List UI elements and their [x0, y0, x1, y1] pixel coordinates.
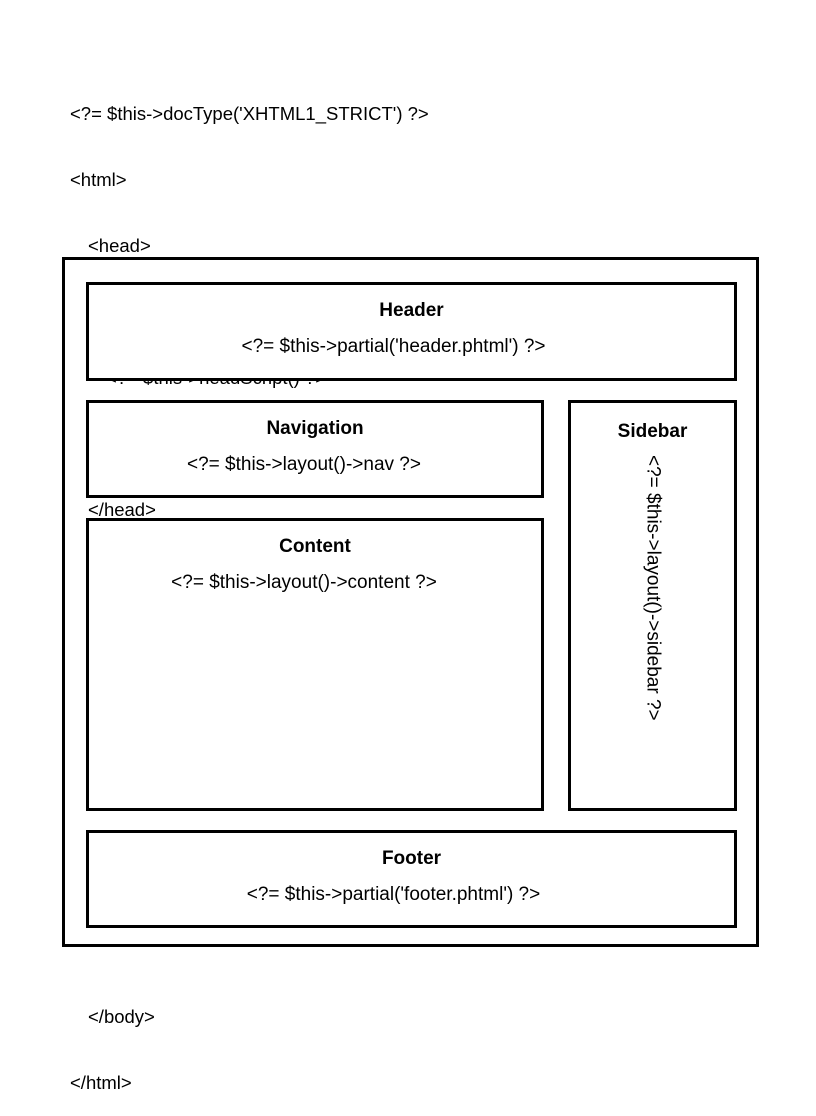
header-box-title: Header: [379, 300, 444, 321]
diagram-box-header: Header <?= $this->partial('header.phtml'…: [86, 282, 737, 381]
code-listing-bottom: </body> </html>: [70, 962, 155, 1116]
code-line: </head>: [88, 499, 156, 520]
code-line: </body>: [88, 1006, 155, 1027]
code-line: <head>: [88, 235, 151, 256]
header-box-code: <?= $this->partial('header.phtml') ?>: [241, 336, 546, 357]
diagram-box-navigation: Navigation <?= $this->layout()->nav ?>: [86, 400, 544, 498]
content-box-code: <?= $this->layout()->content ?>: [171, 572, 437, 593]
sidebar-box-code: <?= $this->layout()->sidebar ?>: [642, 455, 663, 721]
diagram-box-sidebar: Sidebar <?= $this->layout()->sidebar ?>: [568, 400, 737, 811]
code-line: <?= $this->docType('XHTML1_STRICT') ?>: [70, 103, 429, 124]
diagram-box-content: Content <?= $this->layout()->content ?>: [86, 518, 544, 811]
sidebar-rotated-code-wrap: <?= $this->layout()->sidebar ?>: [571, 455, 734, 807]
navigation-box-code: <?= $this->layout()->nav ?>: [187, 454, 421, 475]
diagram-box-footer: Footer <?= $this->partial('footer.phtml'…: [86, 830, 737, 928]
navigation-box-title: Navigation: [266, 418, 364, 439]
footer-box-code: <?= $this->partial('footer.phtml') ?>: [246, 884, 541, 905]
content-box-title: Content: [279, 536, 351, 557]
sidebar-box-title: Sidebar: [617, 421, 688, 442]
code-line: <html>: [70, 169, 127, 190]
footer-box-title: Footer: [381, 848, 442, 869]
code-line: </html>: [70, 1072, 132, 1093]
layout-diagram-frame: Header <?= $this->partial('header.phtml'…: [62, 257, 759, 947]
